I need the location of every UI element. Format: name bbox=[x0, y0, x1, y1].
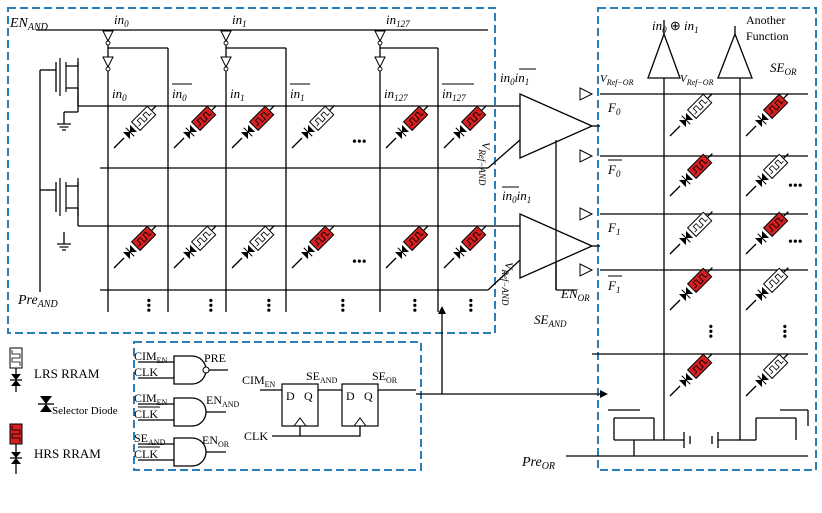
ellipsis-col4: ••• bbox=[406, 298, 421, 313]
col-label-in1: in1 bbox=[230, 86, 245, 103]
and-cell-r0-c0 bbox=[113, 100, 162, 149]
col-label-in1-bar: in1 bbox=[290, 86, 305, 103]
col-label-in0-bar: in0 bbox=[172, 86, 187, 103]
and-ellipses: ••• ••• ••• ••• ••• ••• ••• ••• bbox=[140, 135, 477, 313]
svg-text:•••: ••• bbox=[776, 324, 791, 339]
gate2-out: ENAND bbox=[206, 393, 240, 409]
ff1-d: D bbox=[286, 389, 295, 403]
svg-text:F1: F1 bbox=[607, 220, 620, 237]
or-cell-r0-c0 bbox=[669, 88, 718, 137]
gate2-in1: CIMEN bbox=[134, 391, 168, 407]
top-input-in127: in127 bbox=[386, 12, 410, 29]
sa-term-in0-in1bar: in0in1 bbox=[500, 70, 529, 87]
sa-term-in0bar-in1: in0in1 bbox=[502, 188, 531, 205]
vref-or-label-2: VRef−OR bbox=[680, 73, 714, 87]
and-plane-wiring bbox=[36, 29, 520, 312]
vref-and-label-2: VRef−AND bbox=[500, 262, 516, 306]
control-logic-box bbox=[133, 341, 422, 471]
and-cell-r0-c2 bbox=[231, 100, 280, 149]
ellipsis-col5: ••• bbox=[462, 298, 477, 313]
ellipsis-row1: ••• bbox=[352, 255, 367, 270]
and-cell-r0-c4 bbox=[385, 100, 434, 149]
pre-or-label: PreOR bbox=[521, 455, 555, 472]
and-precharge-transistors bbox=[55, 57, 79, 251]
and-cell-r0-c3 bbox=[291, 100, 340, 149]
gate3-out: ENOR bbox=[202, 433, 230, 449]
en-and-label: ENAND bbox=[9, 16, 49, 33]
en-or-label: ENOR bbox=[560, 286, 590, 303]
ff2-d: D bbox=[346, 389, 355, 403]
or-cell-r4-c0 bbox=[669, 348, 718, 397]
ellipsis-row0: ••• bbox=[352, 135, 367, 150]
gate3-in2: CLK bbox=[134, 447, 158, 461]
col-label-in127-bar: in127 bbox=[442, 86, 466, 103]
pre-and-label: PreAND bbox=[17, 293, 58, 310]
gate1-out: PRE bbox=[204, 351, 226, 365]
svg-text:•••: ••• bbox=[788, 179, 803, 194]
gate1-in2: CLK bbox=[134, 365, 158, 379]
and-cell-r0-c5 bbox=[443, 100, 492, 149]
ff-mid-label: SEAND bbox=[306, 369, 338, 385]
ellipsis-col2: ••• bbox=[260, 298, 275, 313]
or-plane-cells bbox=[669, 88, 794, 397]
gate1-in1: CIMEN bbox=[134, 349, 168, 365]
another-function-line2: Function bbox=[746, 29, 789, 43]
another-function-line1: Another bbox=[746, 13, 785, 27]
svg-text:F1: F1 bbox=[607, 278, 620, 295]
or-plane-wiring bbox=[566, 20, 809, 457]
gate3-in1: SEAND bbox=[134, 431, 166, 447]
xor-label: in0 ⊕ in1 bbox=[652, 18, 699, 35]
and-cell-r1-c3 bbox=[291, 220, 340, 269]
ff-clk-label: CLK bbox=[244, 429, 268, 443]
and-cell-r1-c2 bbox=[231, 220, 280, 269]
and-input-inverters bbox=[102, 30, 386, 72]
legend-lrs-label: LRS RRAM bbox=[34, 366, 100, 381]
ellipsis-col1: ••• bbox=[202, 298, 217, 313]
vref-and-label-1: VRef−AND bbox=[477, 142, 493, 186]
svg-text:F0: F0 bbox=[607, 162, 621, 179]
or-output-labels: F0 F0 F1 F1 bbox=[607, 100, 622, 295]
gate2-in2: CLK bbox=[134, 407, 158, 421]
control-bus bbox=[416, 306, 608, 398]
or-cell-r4-c1 bbox=[745, 348, 794, 397]
or-plane-box bbox=[597, 7, 817, 471]
ff-out-label: SEOR bbox=[372, 369, 398, 385]
and-cell-r0-c1 bbox=[173, 100, 222, 149]
or-cell-r0-c1 bbox=[745, 88, 794, 137]
svg-text:F0: F0 bbox=[607, 100, 621, 117]
legend-hrs-label: HRS RRAM bbox=[34, 446, 101, 461]
vref-or-label-1: VRef−OR bbox=[600, 73, 634, 87]
col-label-in127: in127 bbox=[384, 86, 408, 103]
and-plane-box bbox=[7, 7, 496, 334]
svg-text:•••: ••• bbox=[702, 324, 717, 339]
top-input-in0: in0 bbox=[114, 12, 129, 29]
ff-in-label: CIMEN bbox=[242, 373, 276, 389]
and-cell-r1-c4 bbox=[385, 220, 434, 269]
top-input-in1: in1 bbox=[232, 12, 247, 29]
column-labels: in0 in0 in1 in1 in127 in127 bbox=[112, 83, 474, 103]
control-logic: CIMEN CLK PRE CIMEN CLK ENAND SEAND CLK … bbox=[134, 349, 416, 467]
ellipsis-col3: ••• bbox=[334, 298, 349, 313]
and-plane-cells bbox=[113, 100, 492, 269]
or-ellipses: ••• ••• ••• ••• bbox=[702, 179, 803, 339]
ff1-q: Q bbox=[304, 389, 313, 403]
se-or-label: SEOR bbox=[770, 60, 797, 77]
svg-text:•••: ••• bbox=[788, 235, 803, 250]
sense-amplifiers bbox=[487, 87, 600, 291]
and-cell-r1-c0 bbox=[113, 220, 162, 269]
se-and-label: SEAND bbox=[534, 312, 567, 329]
legend: LRS RRAM Selector Diode HRS RRAM bbox=[9, 347, 118, 474]
and-cell-r1-c5 bbox=[443, 220, 492, 269]
and-cell-r1-c1 bbox=[173, 220, 222, 269]
col-label-in0: in0 bbox=[112, 86, 127, 103]
legend-selector-label: Selector Diode bbox=[52, 405, 118, 417]
ff2-q: Q bbox=[364, 389, 373, 403]
ellipsis-col0: ••• bbox=[140, 298, 155, 313]
